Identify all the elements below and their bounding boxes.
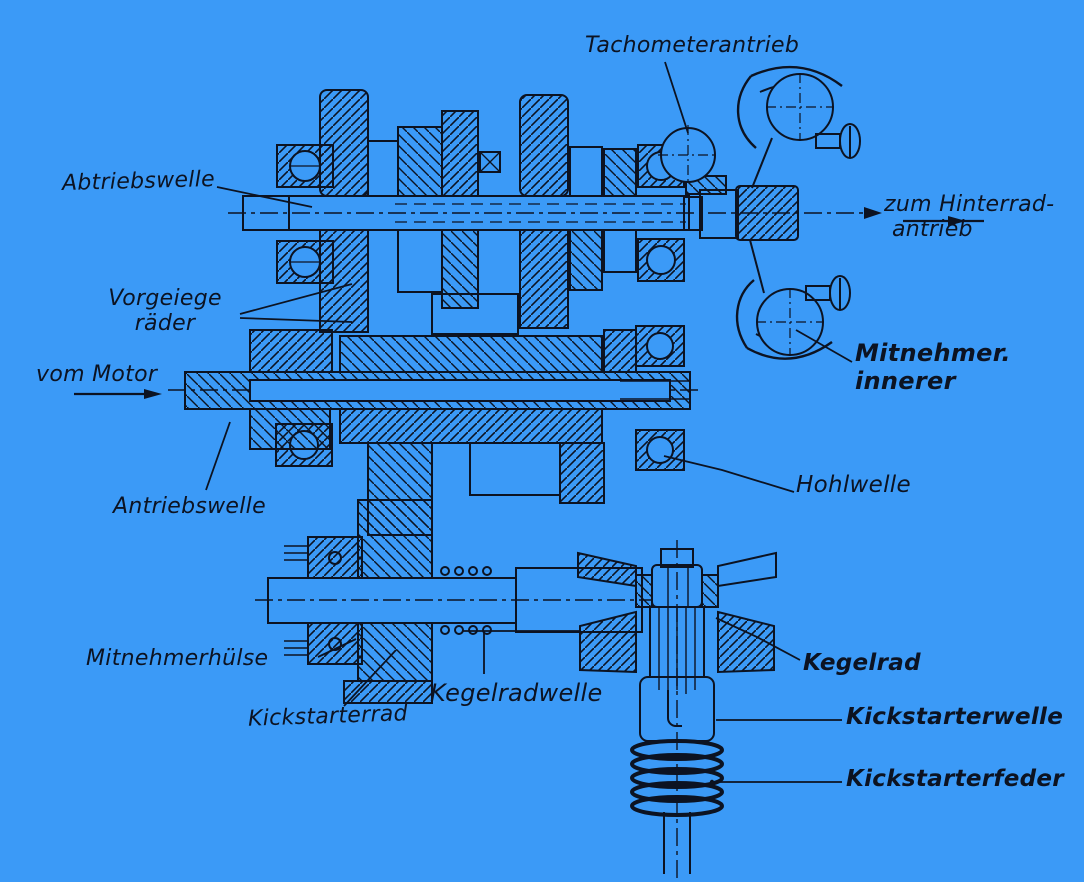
leader-hohlwelle [663, 455, 795, 493]
leader-kegelradwelle [462, 630, 580, 674]
leader-tachometerantrieb [664, 61, 689, 134]
leader-abtriebswelle [216, 186, 313, 208]
leader-mitnehmer [795, 329, 853, 363]
label-kickstarterfeder: Kickstarterfeder [846, 766, 1064, 792]
vom-motor-arrow [74, 389, 162, 399]
label-zum-hinterradantrieb: zum Hinterrad- antrieb [884, 192, 1055, 243]
leader-antriebswelle [205, 421, 231, 491]
bevel-gear-pair [577, 551, 777, 674]
label-vom-motor: vom Motor [36, 362, 158, 387]
label-kegelrad: Kegelrad [803, 650, 921, 676]
output-shaft-assembly [228, 89, 882, 333]
bearing-ball [646, 245, 676, 275]
coupling-screw-bottom [805, 275, 851, 311]
rear-wheel-coupling [658, 65, 861, 360]
label-antriebswelle: Antriebswelle [113, 494, 266, 519]
label-abtriebswelle: Abtriebswelle [61, 167, 216, 196]
leader-mitnehmerhuelse [317, 638, 357, 658]
leader-lines [74, 61, 984, 785]
kickstarter-gear [343, 499, 433, 704]
leader-kickstarterrad [343, 649, 397, 707]
label-mitnehmerhuelse: Mitnehmerhülse [86, 646, 269, 671]
zum-hinterrad-arrow [903, 216, 984, 226]
driver-sleeve [284, 536, 363, 665]
output-direction-arrow [864, 207, 882, 219]
kickstarter-spring [630, 739, 724, 817]
coupling-screw-top [815, 123, 861, 159]
bearing-ball [646, 436, 674, 464]
label-kegelradwelle: Kegelradwelle [430, 679, 603, 707]
label-tachometerantrieb: Tachometerantrieb [585, 33, 800, 58]
leader-kickstarterfeder [709, 779, 842, 785]
label-mitnehmer-innerer: Mitnehmer. innerer [855, 339, 1011, 395]
leader-kegelrad [715, 617, 801, 661]
leader-vorgelege-2 [239, 317, 353, 323]
hollow-shaft-end [620, 372, 691, 409]
label-kickstarterwelle: Kickstarterwelle [846, 704, 1064, 730]
leader-vorgelege-1 [239, 283, 353, 315]
kickstarter-assembly [255, 499, 777, 880]
label-vorgelegeraeder: Vorgeiege räder [108, 286, 222, 337]
tachometer-drive-gear [658, 125, 727, 195]
bearing-ball [646, 332, 674, 360]
label-hohlwelle: Hohlwelle [796, 472, 911, 498]
